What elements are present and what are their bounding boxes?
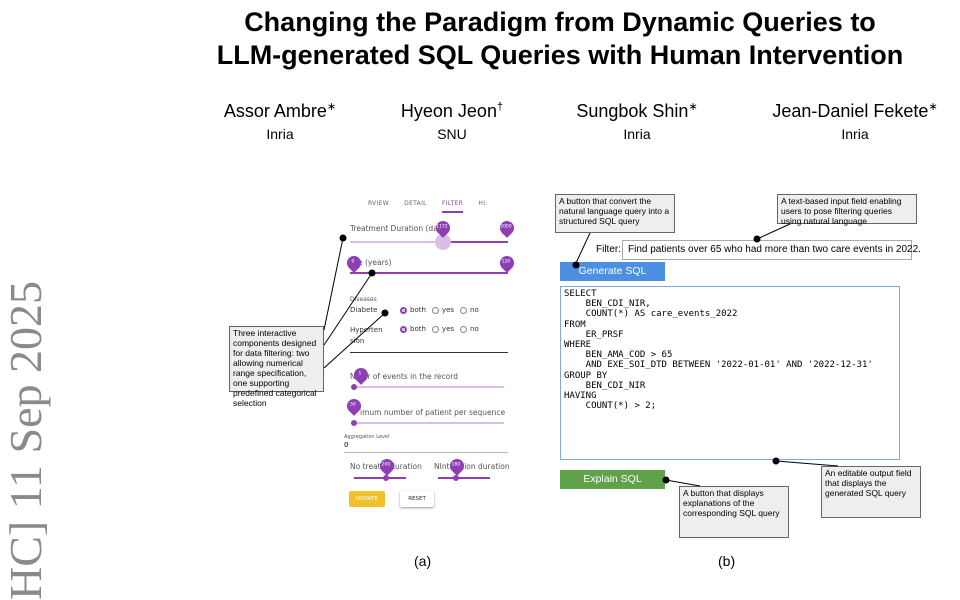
min-patients-end-dot (351, 420, 357, 426)
author-name: Hyeon Jeon (400, 101, 497, 121)
caption-a: (a) (414, 553, 432, 569)
callout-input-field: A text-based input field enabling users … (777, 194, 917, 226)
no-intervention-label: NInte ption duration (434, 462, 510, 471)
radio-both[interactable] (400, 325, 407, 333)
filter-label: Filter: (596, 244, 621, 255)
aggregation-underline (344, 452, 508, 453)
author-mark: ∗ (928, 101, 938, 113)
author-name: Sungbok Shin (576, 101, 689, 121)
radio-no[interactable] (460, 325, 468, 333)
callout-explain-button: A button that displays explanations of t… (679, 486, 789, 538)
treatment-duration-label: Treatment Duration (days) (350, 224, 450, 233)
panel-tabs: RVIEW DETAIL FILTER HI: (368, 200, 501, 213)
tab-detail[interactable]: DETAIL (404, 200, 427, 207)
disease-row-hypertension: Hyperten sion both yes no (350, 325, 479, 347)
radio-label: both (410, 306, 426, 314)
radio-yes[interactable] (431, 325, 439, 333)
age-track (350, 272, 508, 274)
thumb-value: 50 (350, 402, 356, 408)
disease-row-diabete: Diabete both yes no (350, 306, 479, 314)
title-line-2: LLM-generated SQL Queries with Human Int… (216, 40, 904, 70)
author-affiliation: Inria (623, 126, 651, 142)
disease-name: Diabete (350, 306, 378, 314)
author-1: Assor Ambre∗ Inria (180, 96, 380, 144)
caption-b: (b) (718, 553, 736, 569)
thumb-value: 2000 (500, 224, 512, 230)
sql-panel-screenshot: Filter: Find patients over 65 who had mo… (550, 190, 930, 530)
slider-focus-halo (435, 234, 451, 250)
author-mark: ∗ (326, 101, 337, 113)
title-line-1: Changing the Paradigm from Dynamic Queri… (244, 7, 876, 37)
aggregation-value: 0 (344, 441, 349, 449)
author-affiliation: SNU (437, 126, 467, 142)
events-label: N ber of events in the record (350, 372, 458, 381)
arxiv-side-stamp: HC] 11 Sep 2025 (0, 280, 51, 600)
radio-yes[interactable] (431, 306, 439, 314)
thumb-value: 200 (381, 462, 391, 468)
radio-both[interactable] (400, 306, 407, 314)
thumb-value: 180 (451, 462, 461, 468)
thumb-value: 0 (351, 259, 355, 265)
treatment-max-thumb[interactable]: 2000 (497, 218, 517, 238)
section-divider (350, 352, 508, 353)
author-name: Jean-Daniel Fekete (772, 101, 929, 121)
no-intervention-thumb[interactable] (453, 475, 459, 481)
radio-label: no (470, 325, 479, 333)
age-label: e (years) (358, 258, 392, 267)
callout-output-field: An editable output field that displays t… (821, 466, 921, 518)
filter-panel-screenshot: RVIEW DETAIL FILTER HI: Treatment Durati… (340, 196, 517, 526)
explain-sql-button[interactable]: Explain SQL (560, 470, 665, 489)
treatment-track-inactive (350, 241, 440, 243)
filter-input[interactable]: Find patients over 65 who had more than … (622, 240, 921, 260)
author-affiliation: Inria (841, 126, 869, 142)
events-end-dot (351, 384, 357, 390)
age-max-thumb[interactable]: 120 (497, 253, 517, 273)
callout-filter-components: Three interactive components designed fo… (229, 326, 324, 408)
author-mark: ∗ (688, 101, 698, 113)
author-2: Hyeon Jeon† SNU (352, 96, 552, 144)
paper-title: Changing the Paradigm from Dynamic Queri… (180, 6, 940, 72)
disease-name: Hyperten sion (350, 326, 383, 345)
author-list: Assor Ambre∗ Inria Hyeon Jeon† SNU Sungb… (0, 96, 960, 146)
thumb-value: 1172 (436, 224, 448, 230)
author-3: Sungbok Shin∗ Inria (537, 96, 737, 144)
no-intervention-track (438, 477, 490, 479)
no-intervention-value-pin: 180 (447, 456, 467, 476)
tab-filter[interactable]: FILTER (442, 200, 464, 213)
thumb-value: 1 (358, 371, 362, 377)
tab-overview[interactable]: RVIEW (368, 200, 389, 207)
author-mark: † (496, 101, 504, 113)
events-thumb[interactable]: 1 (351, 365, 371, 385)
treatment-track-active (440, 241, 508, 243)
sql-output-field[interactable]: SELECT BEN_CDI_NIR, COUNT(*) AS care_eve… (560, 286, 900, 460)
radio-label: no (470, 306, 479, 314)
radio-label: yes (441, 306, 455, 314)
reset-button[interactable]: RESET (400, 491, 434, 507)
author-name: Assor Ambre (223, 101, 327, 121)
callout-convert-button: A button that convert the natural langua… (555, 194, 675, 233)
radio-label: both (410, 325, 426, 333)
age-min-thumb[interactable]: 0 (344, 253, 364, 273)
diseases-heading: Diseases (350, 296, 377, 303)
min-patients-track (354, 422, 504, 424)
aggregation-label: Aggregation Level (344, 434, 390, 440)
events-track (354, 386, 504, 388)
update-button[interactable]: UPDATE (349, 491, 385, 507)
no-treatment-track (354, 477, 406, 479)
author-4: Jean-Daniel Fekete∗ Inria (755, 96, 955, 144)
radio-no[interactable] (460, 306, 468, 314)
no-treatment-value-pin: 200 (377, 456, 397, 476)
tab-history[interactable]: HI: (478, 200, 488, 207)
generate-sql-button[interactable]: Generate SQL (560, 262, 665, 281)
min-patients-label: imum number of patient per sequence (360, 408, 506, 417)
thumb-value: 120 (501, 259, 511, 265)
no-treatment-thumb[interactable] (383, 475, 389, 481)
radio-label: yes (441, 325, 455, 333)
author-affiliation: Inria (266, 126, 294, 142)
treatment-min-thumb[interactable]: 1172 (433, 218, 453, 238)
